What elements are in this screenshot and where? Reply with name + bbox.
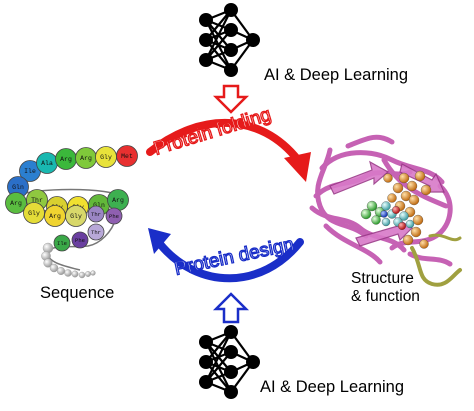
network-node — [199, 355, 213, 369]
network-node — [199, 335, 213, 349]
structure-label: Structure — [351, 270, 414, 287]
amino-acid-label: Thr — [31, 197, 43, 204]
atom-sphere — [380, 210, 388, 218]
network-node — [224, 63, 238, 77]
atom-sphere — [402, 234, 414, 246]
amino-acid-label: Phe — [75, 237, 85, 244]
amino-acid-bead — [5, 192, 27, 214]
tail-bead — [49, 263, 59, 273]
amino-acid-label: Arg — [80, 155, 92, 162]
atom-sphere — [366, 200, 378, 212]
amino-acid-bead — [23, 202, 45, 224]
amino-acid-bead — [105, 207, 123, 225]
network-node — [224, 23, 238, 37]
atom-sphere — [419, 239, 429, 249]
amino-acid-label: Gln — [93, 202, 105, 209]
network-node — [246, 33, 260, 47]
tail-bead — [90, 270, 96, 276]
tail-bead — [43, 258, 53, 268]
atom-sphere — [408, 194, 420, 206]
bottom-ai-label: AI & Deep Learning — [260, 378, 405, 396]
amino-acid-label: Ile — [57, 240, 67, 247]
tail-bead — [78, 271, 86, 279]
sequence-label: Sequence — [40, 284, 115, 302]
atom-sphere — [412, 214, 424, 226]
amino-acid-label: Arg — [60, 156, 72, 163]
atom-sphere — [414, 170, 426, 182]
tail-bead — [64, 269, 72, 277]
atom-sphere — [387, 193, 397, 203]
atom-sphere — [398, 172, 410, 184]
top-ai-label: AI & Deep Learning — [264, 66, 409, 84]
function-label: & function — [351, 288, 420, 305]
tail-bead — [85, 271, 91, 277]
network-node — [224, 345, 238, 359]
network-node — [199, 375, 213, 389]
amino-acid-label: Gly — [70, 213, 82, 220]
network-node — [224, 3, 238, 17]
tail-bead — [71, 270, 79, 278]
bottom-neural-network-icon — [199, 325, 260, 399]
atom-sphere — [405, 219, 415, 229]
amino-acid-label: Thr — [91, 211, 101, 218]
amino-acid-label: Phe — [109, 213, 119, 220]
network-node — [199, 13, 213, 27]
network-node — [199, 53, 213, 67]
up-arrow-icon — [212, 292, 250, 324]
amino-acid-label: Thr — [91, 229, 101, 236]
network-node — [224, 325, 238, 339]
atom-sphere — [383, 173, 393, 183]
amino-acid-label: Gly — [28, 210, 40, 217]
network-node — [199, 33, 213, 47]
atom-sphere — [392, 182, 404, 194]
tail-bead — [57, 267, 66, 276]
atom-sphere — [420, 184, 432, 196]
atom-sphere — [371, 215, 381, 225]
amino-acid-sequence-image: IleAlaArgArgGlyMetGlnThrGlyGlyGlnArgArgG… — [5, 145, 138, 279]
amino-acid-label: Gln — [12, 184, 24, 191]
amino-acid-label: Arg — [49, 213, 61, 220]
amino-acid-label: Ala — [41, 160, 53, 167]
network-node — [224, 385, 238, 399]
network-node — [246, 355, 260, 369]
amino-acid-bead — [87, 205, 105, 223]
design-arrow — [156, 238, 304, 283]
protein-structure-image — [309, 134, 462, 287]
atom-sphere — [410, 226, 422, 238]
top-neural-network-icon — [199, 3, 260, 77]
atom-sphere — [360, 208, 372, 220]
atom-sphere — [381, 217, 391, 227]
amino-acid-bead — [116, 145, 138, 167]
amino-acid-bead — [53, 234, 71, 252]
amino-acid-label: Gly — [100, 154, 112, 161]
amino-acid-bead — [71, 231, 89, 249]
atom-sphere — [398, 222, 406, 230]
amino-acid-label: Arg — [112, 197, 124, 204]
down-arrow-icon — [212, 84, 250, 114]
amino-acid-bead — [87, 223, 105, 241]
atom-sphere — [399, 211, 409, 221]
atom-sphere — [381, 201, 391, 211]
amino-acid-bead — [65, 205, 87, 227]
atom-sphere — [392, 206, 400, 214]
network-node — [224, 43, 238, 57]
amino-acid-label: Arg — [10, 200, 22, 207]
folding-arrow — [146, 119, 302, 164]
amino-acid-label: Ile — [24, 168, 36, 175]
design-arrowhead — [148, 228, 171, 254]
network-node — [224, 365, 238, 379]
atom-sphere — [406, 180, 418, 192]
amino-acid-label: Met — [121, 153, 133, 160]
folding-arrowhead — [284, 152, 311, 182]
